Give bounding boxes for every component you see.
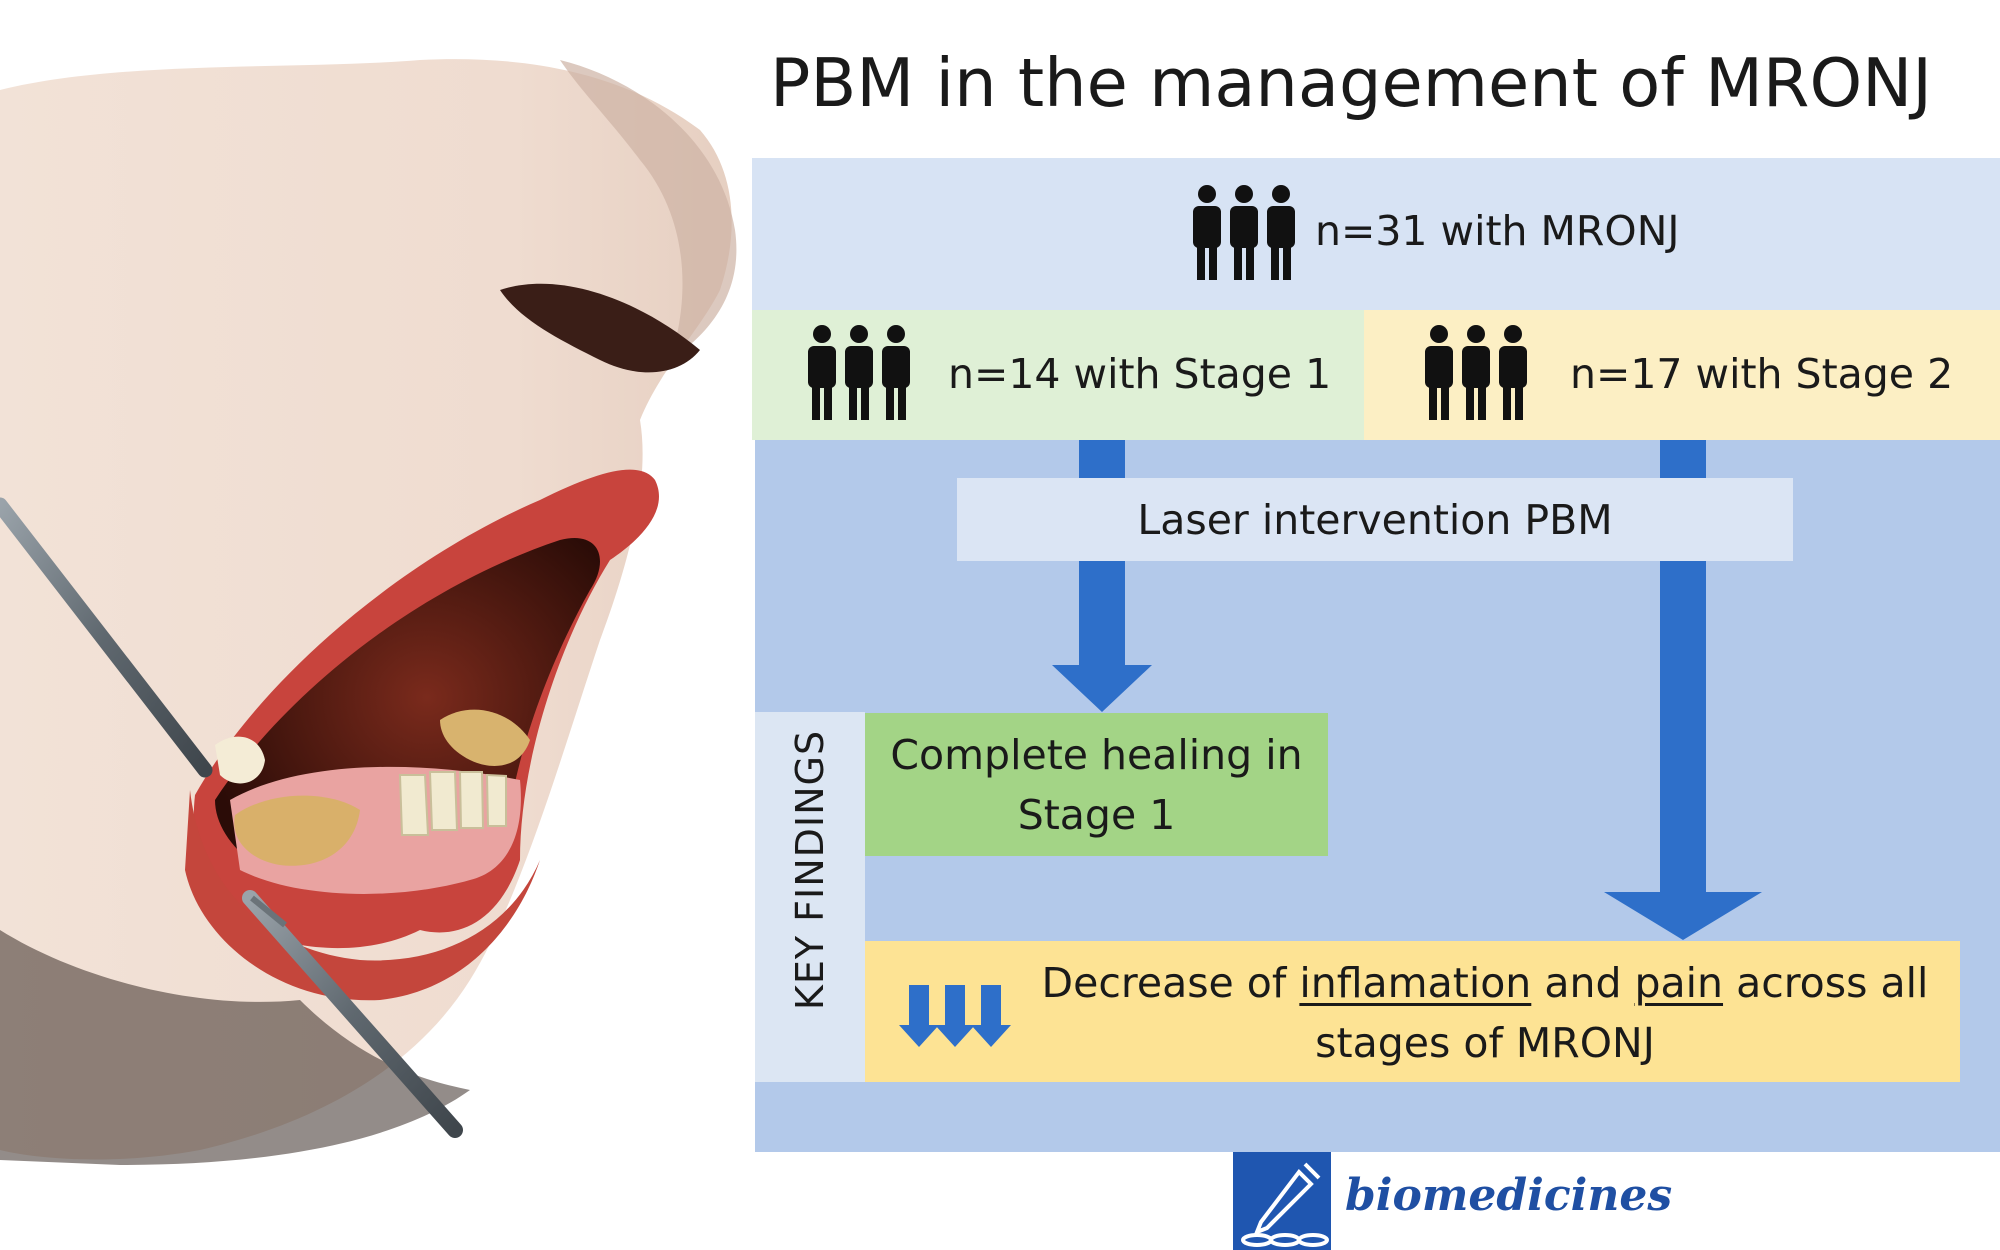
total-cohort-label: n=31 with MRONJ — [1315, 207, 1680, 255]
flow-arrows — [1052, 440, 1762, 940]
decrease-finding-text: Decrease of inflamation and pain across … — [1025, 953, 1945, 1073]
pain-word: pain — [1634, 959, 1724, 1007]
healing-line-1: Complete healing in — [890, 730, 1303, 779]
healing-finding-box: Complete healing in Stage 1 — [865, 713, 1328, 856]
journal-logo-text: biomedicines — [1345, 1170, 1673, 1221]
stage2-arrow-shaft-top — [1660, 440, 1706, 480]
total-cohort-band — [752, 158, 2000, 310]
stage1-label: n=14 with Stage 1 — [948, 350, 1332, 398]
people-group-icon — [808, 325, 910, 420]
page-title: PBM in the management of MRONJ — [770, 44, 1933, 122]
laser-intervention-label: Laser intervention PBM — [1137, 495, 1613, 544]
stage1-arrow — [1052, 558, 1152, 712]
stage2-label: n=17 with Stage 2 — [1570, 350, 1954, 398]
people-group-icon — [1425, 325, 1527, 420]
people-group-icon — [1193, 185, 1295, 280]
mouth-illustration — [0, 59, 737, 1165]
decrease-line-2: stages of MRONJ — [1315, 1019, 1655, 1067]
decrease-finding-box — [865, 941, 1960, 1082]
laser-intervention-box: Laser intervention PBM — [957, 478, 1793, 561]
healing-line-2: Stage 1 — [1017, 790, 1176, 839]
stage2-arrow — [1604, 558, 1762, 940]
key-findings-strip — [755, 712, 865, 1082]
dropper-icon — [1233, 1152, 1331, 1250]
decrease-line-1: Decrease of inflamation and pain across … — [1041, 959, 1929, 1007]
down-arrows-icon — [899, 985, 1011, 1047]
inflammation-word: inflamation — [1299, 959, 1532, 1007]
stage1-arrow-shaft-top — [1079, 440, 1125, 480]
key-findings-label: KEY FINDINGS — [788, 729, 832, 1011]
